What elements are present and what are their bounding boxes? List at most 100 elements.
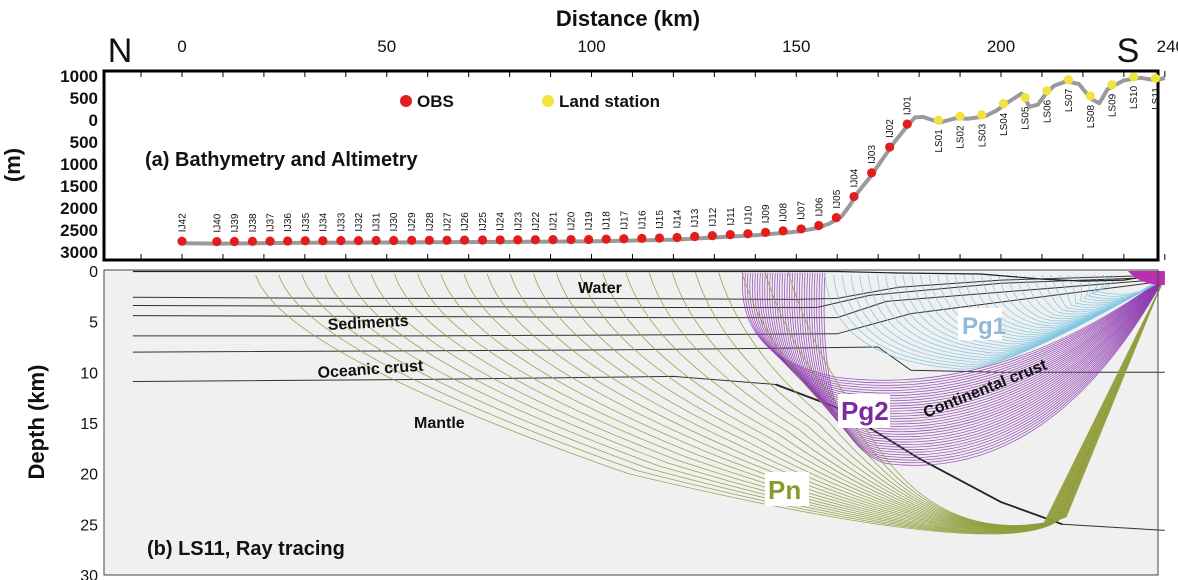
obs-station-label: IJ25: [478, 212, 489, 231]
obs-marker: [247, 236, 258, 246]
obs-marker: [513, 235, 523, 245]
obs-station-label: IJ38: [248, 213, 259, 232]
obs-marker: [336, 236, 346, 246]
pg2-ray: [818, 273, 1166, 461]
obs-station-label: IJ06: [814, 197, 825, 216]
model-interface: [132, 346, 1165, 373]
pg2-ray: [796, 273, 1166, 438]
pg2-ray: [803, 273, 1166, 446]
obs-marker: [637, 233, 647, 243]
pg2-ray: [806, 273, 1166, 448]
land-station-marker: [955, 111, 965, 121]
obs-marker: [619, 234, 629, 244]
land-station-legend-marker: [542, 95, 554, 107]
obs-station-label: IJ12: [708, 207, 719, 226]
panel-b-y-tick-label: 0: [89, 264, 98, 281]
land-station-marker: [977, 110, 987, 120]
obs-marker: [477, 235, 488, 245]
sediments-label: Sediments: [327, 313, 409, 334]
panel-a-y-tick-label: 0: [89, 111, 98, 130]
land-station-label: LS07: [1064, 88, 1075, 112]
north-marker: N: [108, 32, 133, 70]
obs-marker: [353, 235, 364, 246]
surface-line: [132, 270, 1165, 282]
land-station-label: LS03: [977, 123, 988, 147]
obs-marker: [177, 236, 187, 246]
obs-station-label: IJ02: [885, 119, 896, 138]
obs-marker: [814, 220, 824, 231]
land-station-label: LS08: [1086, 104, 1097, 128]
land-station-label: LS01: [934, 129, 945, 153]
pg2-ray: [823, 273, 1166, 466]
pn-label-box: [765, 472, 809, 506]
land-station-marker: [933, 115, 943, 125]
panel-b-y-tick-label: 10: [80, 365, 98, 382]
obs-station-label: IJ17: [619, 210, 630, 229]
land-station-label: LS05: [1021, 106, 1032, 130]
pn-ray: [255, 274, 1166, 535]
pg2-ray: [813, 273, 1166, 456]
obs-legend-marker: [400, 95, 412, 107]
obs-station-label: IJ39: [230, 213, 241, 232]
obs-marker: [389, 235, 399, 246]
water-label: Water: [578, 280, 622, 297]
obs-station-label: IJ26: [460, 212, 471, 231]
pg2-ray: [789, 273, 1166, 430]
pn-ray: [301, 274, 1166, 534]
obs-marker: [459, 235, 470, 245]
distance-tick-label: 100: [577, 37, 605, 56]
land-station-label: LS11: [1151, 87, 1162, 110]
panel-a-y-tick-label: 500: [70, 89, 98, 108]
land-station-marker: [1085, 91, 1095, 101]
obs-marker: [778, 226, 788, 236]
obs-marker: [318, 236, 328, 246]
obs-marker: [371, 235, 381, 246]
obs-marker: [566, 234, 576, 245]
obs-station-label: IJ40: [212, 213, 223, 232]
panel-b-frame: [103, 269, 1159, 576]
panel-b-y-tick-label: 20: [80, 467, 98, 484]
obs-station-label: IJ07: [797, 201, 808, 220]
pg1-label: Pg1: [962, 313, 1006, 340]
south-marker: S: [1117, 32, 1140, 70]
obs-marker: [690, 231, 700, 242]
distance-tick-label: 240: [1157, 37, 1178, 56]
obs-station-label: IJ27: [442, 212, 453, 231]
obs-legend-label: OBS: [417, 92, 454, 111]
obs-station-label: IJ05: [832, 189, 843, 208]
panel-a-y-tick-label: 2500: [60, 221, 98, 240]
pg2-label-box: [838, 394, 890, 428]
panel-b-y-tick-label: 5: [89, 315, 98, 332]
obs-marker: [885, 142, 895, 152]
obs-station-label: IJ42: [178, 213, 189, 232]
obs-station-label: IJ18: [602, 211, 613, 230]
land-station-marker: [1063, 75, 1074, 85]
pn-label: Pn: [768, 475, 801, 505]
pg1-ray: [1096, 274, 1166, 295]
land-station-label: LS04: [999, 112, 1010, 136]
pn-ray-bundle: [1041, 277, 1165, 527]
panel-a-frame: [102, 69, 1160, 262]
mantle-label: Mantle: [414, 415, 465, 432]
panel-a-y-tick-label: 500: [70, 133, 98, 152]
obs-station-label: IJ13: [690, 208, 701, 227]
panel-b-y-tick-label: 15: [80, 416, 98, 433]
obs-station-label: IJ24: [496, 212, 507, 231]
land-station-marker: [1107, 80, 1117, 90]
obs-marker: [831, 213, 841, 223]
land-station-marker: [1129, 72, 1139, 82]
obs-station-label: IJ09: [761, 204, 772, 223]
model-interface: [132, 280, 1165, 337]
obs-marker: [300, 236, 310, 246]
pg2-ray: [744, 272, 1166, 384]
obs-station-label: IJ29: [407, 212, 418, 231]
pg2-ray: [821, 273, 1166, 464]
pn-ray: [324, 274, 1166, 533]
obs-station-label: IJ22: [531, 211, 542, 230]
panel-b-label: (b) LS11, Ray tracing: [147, 538, 345, 560]
pn-ray: [278, 274, 1166, 534]
obs-marker: [212, 236, 222, 247]
obs-marker: [584, 234, 594, 245]
pg2-ray: [791, 273, 1166, 433]
